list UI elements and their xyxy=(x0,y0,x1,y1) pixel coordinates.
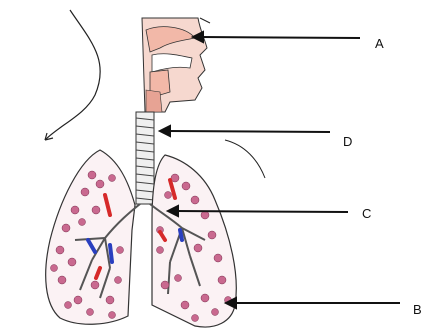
label-a: A xyxy=(375,37,384,50)
label-b: B xyxy=(413,303,422,316)
head-and-nasal-cavity xyxy=(142,18,207,112)
label-d: D xyxy=(343,135,352,148)
trachea xyxy=(136,112,154,204)
label-c: C xyxy=(362,207,371,220)
